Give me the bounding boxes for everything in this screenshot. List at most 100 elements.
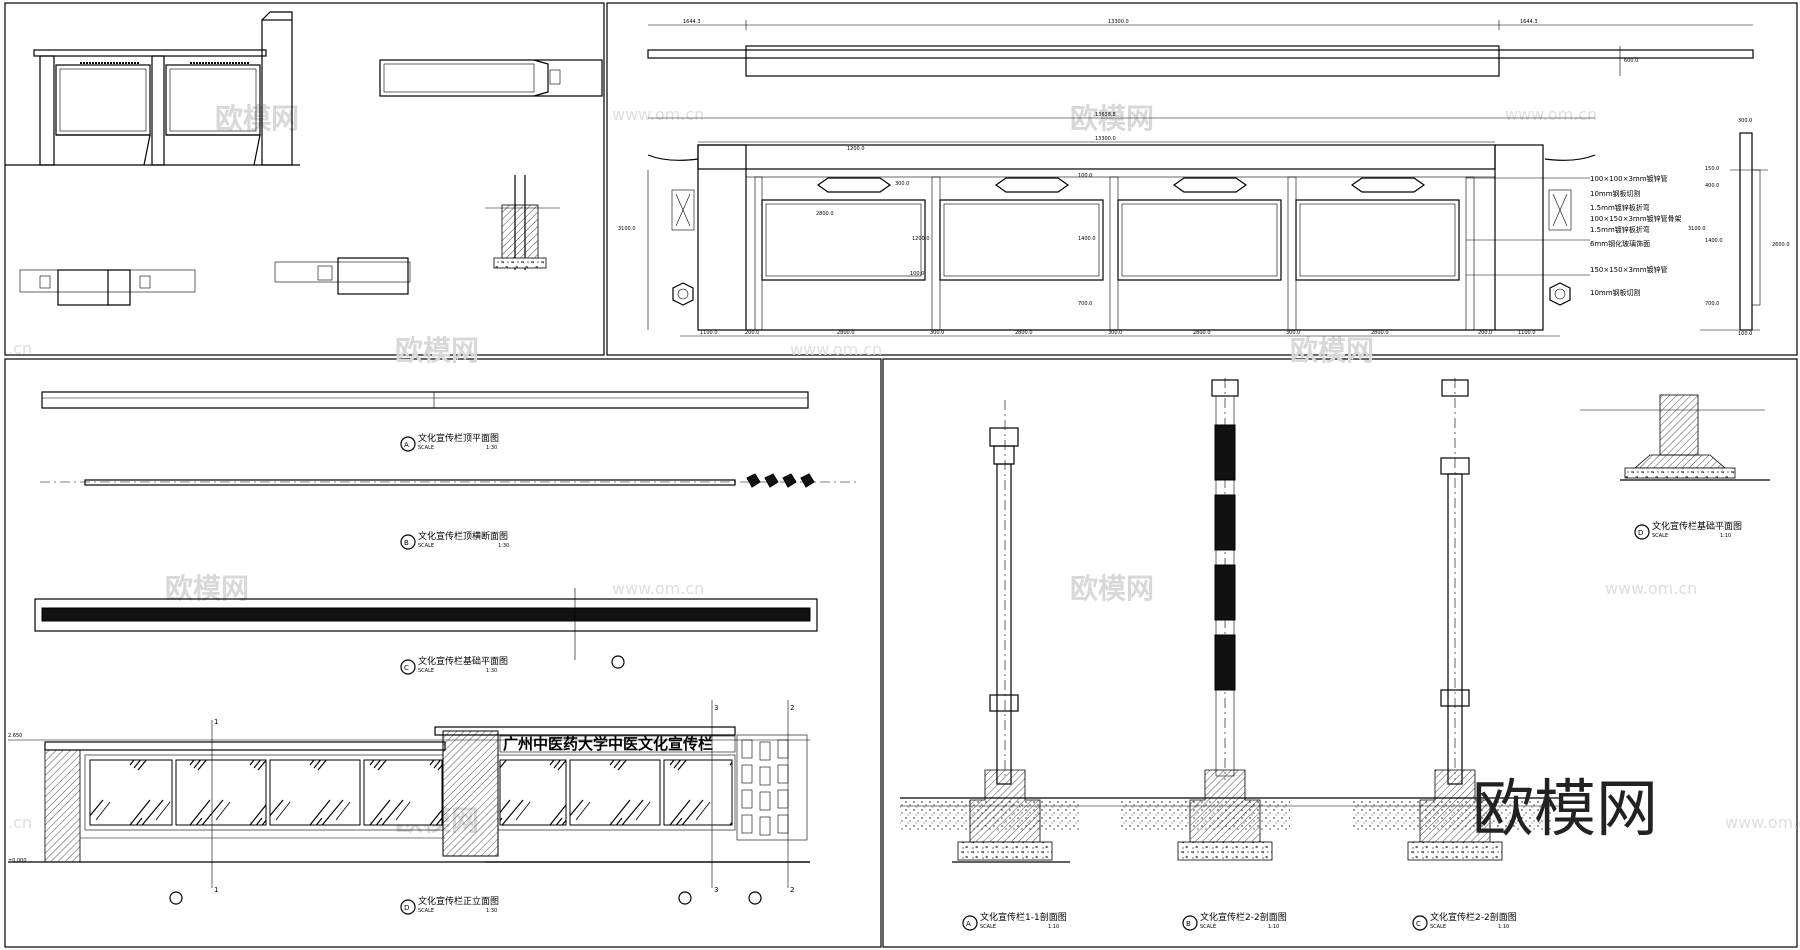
- dim-bottom-2: 200.0: [745, 330, 759, 336]
- watermark-url: www.om.cn: [612, 579, 704, 598]
- sec-c-letter: C: [1416, 920, 1421, 928]
- level-ground: ±0.000: [8, 858, 27, 864]
- watermark-brand: 欧模网: [1290, 334, 1374, 367]
- watermark-brand: 欧模网: [1070, 572, 1154, 605]
- panel-frames: [4, 2, 1798, 948]
- watermarks: 欧模网 欧模网 欧模网 欧模网 欧模网 欧模网 欧模网 www.om.cn ww…: [8, 102, 1800, 837]
- note-6: 6mm钢化玻璃饰面: [1590, 239, 1650, 248]
- dim-bottom-3: 2800.0: [837, 330, 855, 336]
- note-5: 1.5mm镀锌板折弯: [1590, 225, 1650, 234]
- note-8: 10mm钢板切割: [1590, 288, 1641, 297]
- watermark-brand: 欧模网: [1070, 102, 1154, 135]
- dim-bottom-11: 1100.0: [1518, 330, 1536, 336]
- dim-inner-4: 100.0: [910, 271, 924, 277]
- d-base-title: 文化宣传栏基础平面图: [1652, 520, 1742, 532]
- panel-main-elevation: 1644.3 13300.0 1644.3 600.0 13638.8 1330…: [618, 19, 1790, 337]
- note-4: 100×150×3mm镀锌管骨架: [1590, 214, 1682, 223]
- material-notes: 100×100×3mm镀锌管 10mm钢板切割 1.5mm镀锌板折弯 100×1…: [1466, 174, 1682, 297]
- d-front-scale-word: SCALE: [418, 908, 434, 914]
- dim-inner-6: 100.0: [1078, 173, 1092, 179]
- watermark-url: www.om.cn: [1605, 579, 1697, 598]
- side-dim-5: 700.0: [1705, 301, 1719, 307]
- sec-a-scale: 1:10: [1048, 924, 1059, 930]
- c-found-title: 文化宣传栏基础平面图: [418, 655, 508, 667]
- note-3: 1.5mm镀锌板折弯: [1590, 203, 1650, 212]
- watermark-url: www.om.cn: [790, 340, 882, 359]
- watermark-brand: 欧模网: [215, 102, 299, 135]
- side-dim-7: 3100.0: [1688, 226, 1706, 232]
- a-top-scale: 1:30: [486, 445, 497, 451]
- mark-2-bottom: 2: [790, 886, 794, 894]
- panel-sections: A 文化宣传栏1-1剖面图 SCALE 1:10 B 文化宣传栏2-2剖面图 S…: [900, 378, 1770, 931]
- c-found-letter: C: [404, 664, 409, 672]
- dim-overall-1: 13638.8: [1095, 112, 1116, 118]
- dim-overall-2: 13300.0: [1095, 136, 1116, 142]
- dim-plan-1: 1644.3: [683, 19, 701, 25]
- b-cross-letter: B: [404, 539, 409, 547]
- dim-bottom-7: 2800.0: [1193, 330, 1211, 336]
- dim-inner-1: 1200.0: [847, 146, 865, 152]
- dim-inner-8: 700.0: [1078, 301, 1092, 307]
- a-top-scale-word: SCALE: [418, 445, 434, 451]
- b-cross-scale-word: SCALE: [418, 543, 434, 549]
- b-cross-scale: 1:30: [498, 543, 509, 549]
- side-dim-1: 300.0: [1738, 118, 1752, 124]
- dim-inner-2: 300.0: [895, 181, 909, 187]
- dim-inner-7: 1400.0: [1078, 236, 1096, 242]
- dim-inner-5: 1200.0: [912, 236, 930, 242]
- watermark-url-partial: .cn: [8, 339, 32, 358]
- side-dim-8: 2600.0: [1772, 242, 1790, 248]
- mark-1-bottom: 1: [214, 886, 218, 894]
- sec-c-scale-word: SCALE: [1430, 924, 1446, 930]
- a-top-title: 文化宣传栏顶平面图: [418, 432, 499, 444]
- sign-text: 广州中医药大学中医文化宣传栏: [503, 735, 713, 753]
- d-front-letter: D: [404, 904, 409, 912]
- level-top: 2.650: [8, 733, 22, 739]
- dim-height-left: 3100.0: [618, 226, 636, 232]
- sec-b-letter: B: [1186, 920, 1191, 928]
- mark-2-top: 2: [790, 704, 794, 712]
- watermark-url: www.om.cn: [612, 105, 704, 124]
- sec-c-scale: 1:10: [1498, 924, 1509, 930]
- side-dim-2: 150.0: [1705, 166, 1719, 172]
- sec-c-title: 文化宣传栏2-2剖面图: [1430, 911, 1517, 923]
- dim-bottom-1: 1100.0: [700, 330, 718, 336]
- sec-a-scale-word: SCALE: [980, 924, 996, 930]
- dim-plan-2: 13300.0: [1108, 19, 1129, 25]
- sec-b-title: 文化宣传栏2-2剖面图: [1200, 911, 1287, 923]
- mark-1-top: 1: [214, 718, 218, 726]
- b-cross-title: 文化宣传栏顶横断面图: [418, 530, 508, 542]
- d-base-scale: 1:10: [1720, 533, 1731, 539]
- watermark-brand: 欧模网: [395, 334, 479, 367]
- c-found-scale-word: SCALE: [418, 668, 434, 674]
- side-dim-6: 100.0: [1738, 331, 1752, 337]
- d-base-scale-word: SCALE: [1652, 533, 1668, 539]
- watermark-url: www.om.cn: [1725, 813, 1800, 832]
- sec-b-scale-word: SCALE: [1200, 924, 1216, 930]
- sec-a-title: 文化宣传栏1-1剖面图: [980, 911, 1067, 923]
- dim-plan-4: 600.0: [1624, 58, 1638, 64]
- note-1: 100×100×3mm镀锌管: [1590, 174, 1668, 183]
- d-base-letter: D: [1638, 529, 1643, 537]
- side-dim-3: 400.0: [1705, 183, 1719, 189]
- dim-bottom-5: 2800.0: [1015, 330, 1033, 336]
- c-found-scale: 1:30: [486, 668, 497, 674]
- dim-inner-3: 2800.0: [816, 211, 834, 217]
- d-front-scale: 1:30: [486, 908, 497, 914]
- note-2: 10mm钢板切割: [1590, 189, 1641, 198]
- dim-bottom-4: 300.0: [930, 330, 944, 336]
- d-front-title: 文化宣传栏正立面图: [418, 895, 499, 907]
- dim-bottom-8: 300.0: [1286, 330, 1300, 336]
- watermark-url-partial: .cn: [8, 813, 32, 832]
- panel-small-views: [5, 11, 603, 306]
- mark-3-bottom: 3: [714, 886, 718, 894]
- side-dim-4: 1400.0: [1705, 238, 1723, 244]
- panel-plans-front: A 文化宣传栏顶平面图 SCALE 1:30 B 文化宣传栏顶横断面图 SCAL…: [8, 391, 860, 915]
- watermark-brand: 欧模网: [165, 572, 249, 605]
- a-top-letter: A: [404, 441, 409, 449]
- dim-plan-3: 1644.3: [1520, 19, 1538, 25]
- dim-bottom-6: 300.0: [1108, 330, 1122, 336]
- dim-bottom-10: 200.0: [1478, 330, 1492, 336]
- note-7: 150×150×3mm镀锌管: [1590, 265, 1668, 274]
